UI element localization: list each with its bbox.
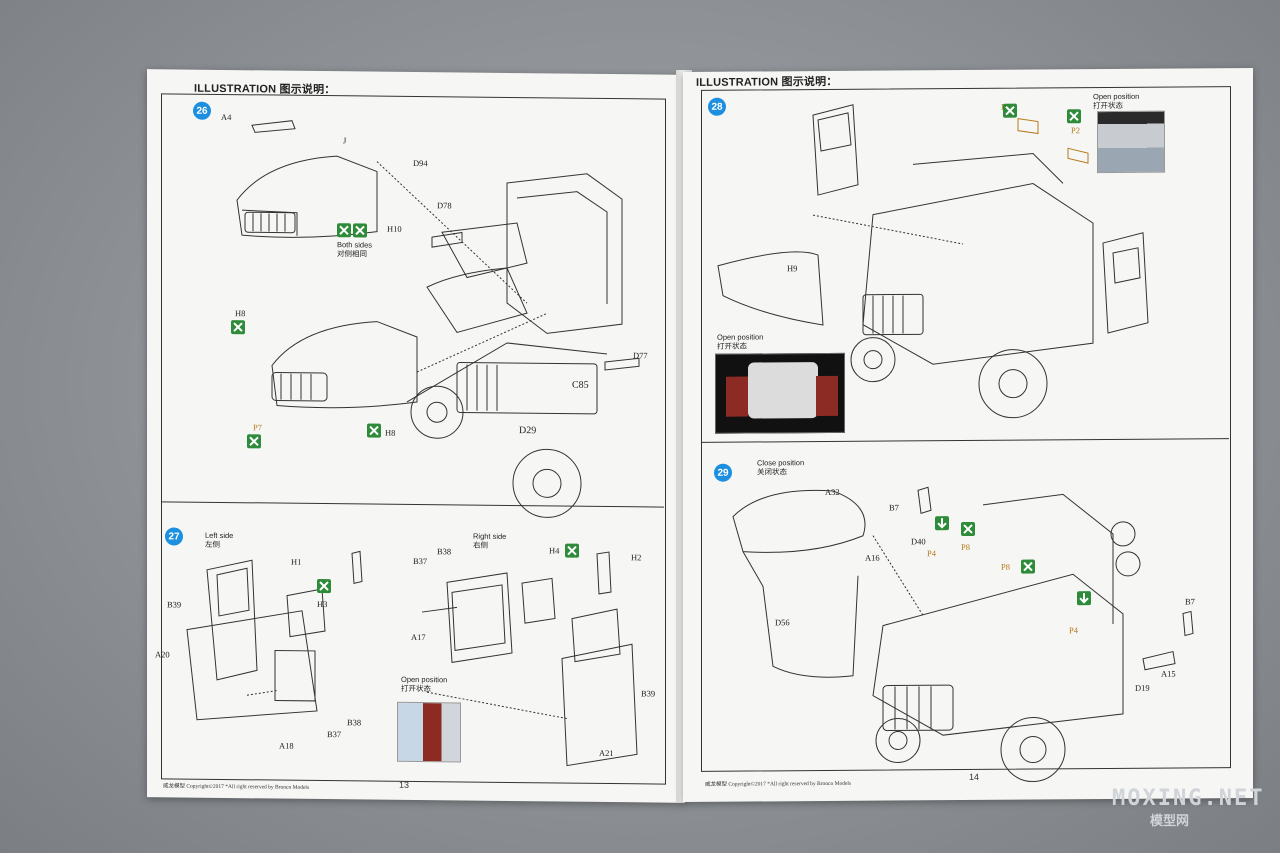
glue-icon xyxy=(317,578,331,594)
part-label: B38 xyxy=(437,546,452,557)
right-page-number: 14 xyxy=(969,771,980,782)
open-position-top-caption: Open position 打开状态 xyxy=(1093,92,1139,111)
left-footer: 威龙模型 Copyright©2017 *All right reserved … xyxy=(163,783,310,791)
step-26-drawing xyxy=(236,120,640,518)
glue-icon xyxy=(1021,559,1035,574)
both-sides-label-cn: 对侧相同 xyxy=(337,248,367,259)
part-label: P4 xyxy=(927,548,936,559)
part-label: H1 xyxy=(291,556,302,567)
open-position-caption: Open position 打开状态 xyxy=(401,675,447,694)
part-label: A17 xyxy=(411,631,426,643)
part-label: B39 xyxy=(167,599,182,610)
glue-icon xyxy=(565,543,579,558)
part-label: H2 xyxy=(631,552,642,563)
step-27-drawing xyxy=(186,550,638,767)
glue-icon xyxy=(1077,591,1091,606)
glue-icon xyxy=(337,223,351,238)
part-label: P7 xyxy=(253,422,262,433)
right-side-label-cn: 右侧 xyxy=(473,540,488,550)
part-label: A16 xyxy=(865,552,880,563)
glue-icon xyxy=(1003,103,1017,118)
step-28-drawing xyxy=(717,104,1149,419)
part-label: P2 xyxy=(1071,125,1080,136)
right-side-caption: Right side 右侧 xyxy=(473,532,506,551)
part-label: C85 xyxy=(572,379,589,391)
step-26-badge: 26 xyxy=(193,101,211,120)
left-side-caption: Left side 左侧 xyxy=(205,531,233,550)
part-label: D19 xyxy=(1135,682,1150,693)
close-position-caption: Close position 关闭状态 xyxy=(757,458,804,477)
part-label: D56 xyxy=(775,617,790,628)
part-label: J xyxy=(343,135,347,146)
part-label: A15 xyxy=(1161,668,1176,679)
step-29-drawing xyxy=(732,486,1194,783)
part-label: A32 xyxy=(825,486,840,497)
part-label: A18 xyxy=(279,740,294,751)
part-label: B38 xyxy=(347,717,362,728)
part-label: H10 xyxy=(387,223,402,234)
both-sides-caption: Both sides 对侧相同 xyxy=(337,240,372,259)
part-label: A21 xyxy=(599,747,614,759)
part-label: H3 xyxy=(317,598,328,610)
part-label: A4 xyxy=(221,111,232,123)
part-label: P8 xyxy=(961,541,970,553)
glue-icon xyxy=(231,320,245,335)
part-label: P4 xyxy=(1069,625,1078,636)
open-position-photo xyxy=(715,352,845,434)
open-position-photo xyxy=(397,701,461,763)
part-label: D78 xyxy=(437,200,452,211)
part-label: B37 xyxy=(327,729,342,740)
glue-icon xyxy=(961,521,975,537)
glue-icon xyxy=(367,423,381,438)
left-side-label-cn: 左侧 xyxy=(205,539,220,549)
open-position-photo xyxy=(1097,110,1165,174)
glue-icon xyxy=(1067,109,1081,124)
site-watermark: MOXING.NET xyxy=(1112,786,1265,811)
part-label: B7 xyxy=(889,502,899,513)
door-photo-detail xyxy=(816,375,838,417)
part-label: D29 xyxy=(519,425,537,437)
part-label: H9 xyxy=(787,263,798,274)
right-instruction-page: ILLUSTRATION 图示说明： 28 P2 P2 H9 Open posi… xyxy=(683,68,1253,802)
cab-photo-detail xyxy=(748,362,818,419)
part-label: D94 xyxy=(413,157,428,169)
right-page-header: ILLUSTRATION 图示说明： xyxy=(696,75,838,89)
glue-icon xyxy=(353,223,367,238)
site-watermark-cn: 模型网 xyxy=(1150,813,1190,828)
part-label: B37 xyxy=(413,555,428,567)
left-instruction-page: ILLUSTRATION 图示说明： 26 xyxy=(147,69,685,803)
door-photo-detail xyxy=(726,376,748,417)
part-label: H8 xyxy=(385,427,396,438)
glue-icon xyxy=(935,516,949,531)
left-page-number: 13 xyxy=(399,779,410,790)
part-label: B7 xyxy=(1185,596,1195,607)
open-position-label-cn: 打开状态 xyxy=(1093,100,1123,110)
open-position-label-cn: 打开状态 xyxy=(717,341,747,351)
glue-icon xyxy=(247,434,261,449)
part-label: H4 xyxy=(549,545,560,556)
part-label: D77 xyxy=(633,350,648,361)
open-position-bottom-caption: Open position 打开状态 xyxy=(717,332,763,351)
step-27-badge: 27 xyxy=(165,527,183,546)
part-label: D40 xyxy=(911,536,926,547)
part-label: P8 xyxy=(1001,561,1010,572)
right-footer: 威龙模型 Copyright©2017 *All right reserved … xyxy=(705,780,852,788)
part-label: H8 xyxy=(235,308,246,319)
open-position-label-cn: 打开状态 xyxy=(401,683,431,693)
part-label: B39 xyxy=(641,688,656,699)
part-label: A20 xyxy=(155,649,170,660)
